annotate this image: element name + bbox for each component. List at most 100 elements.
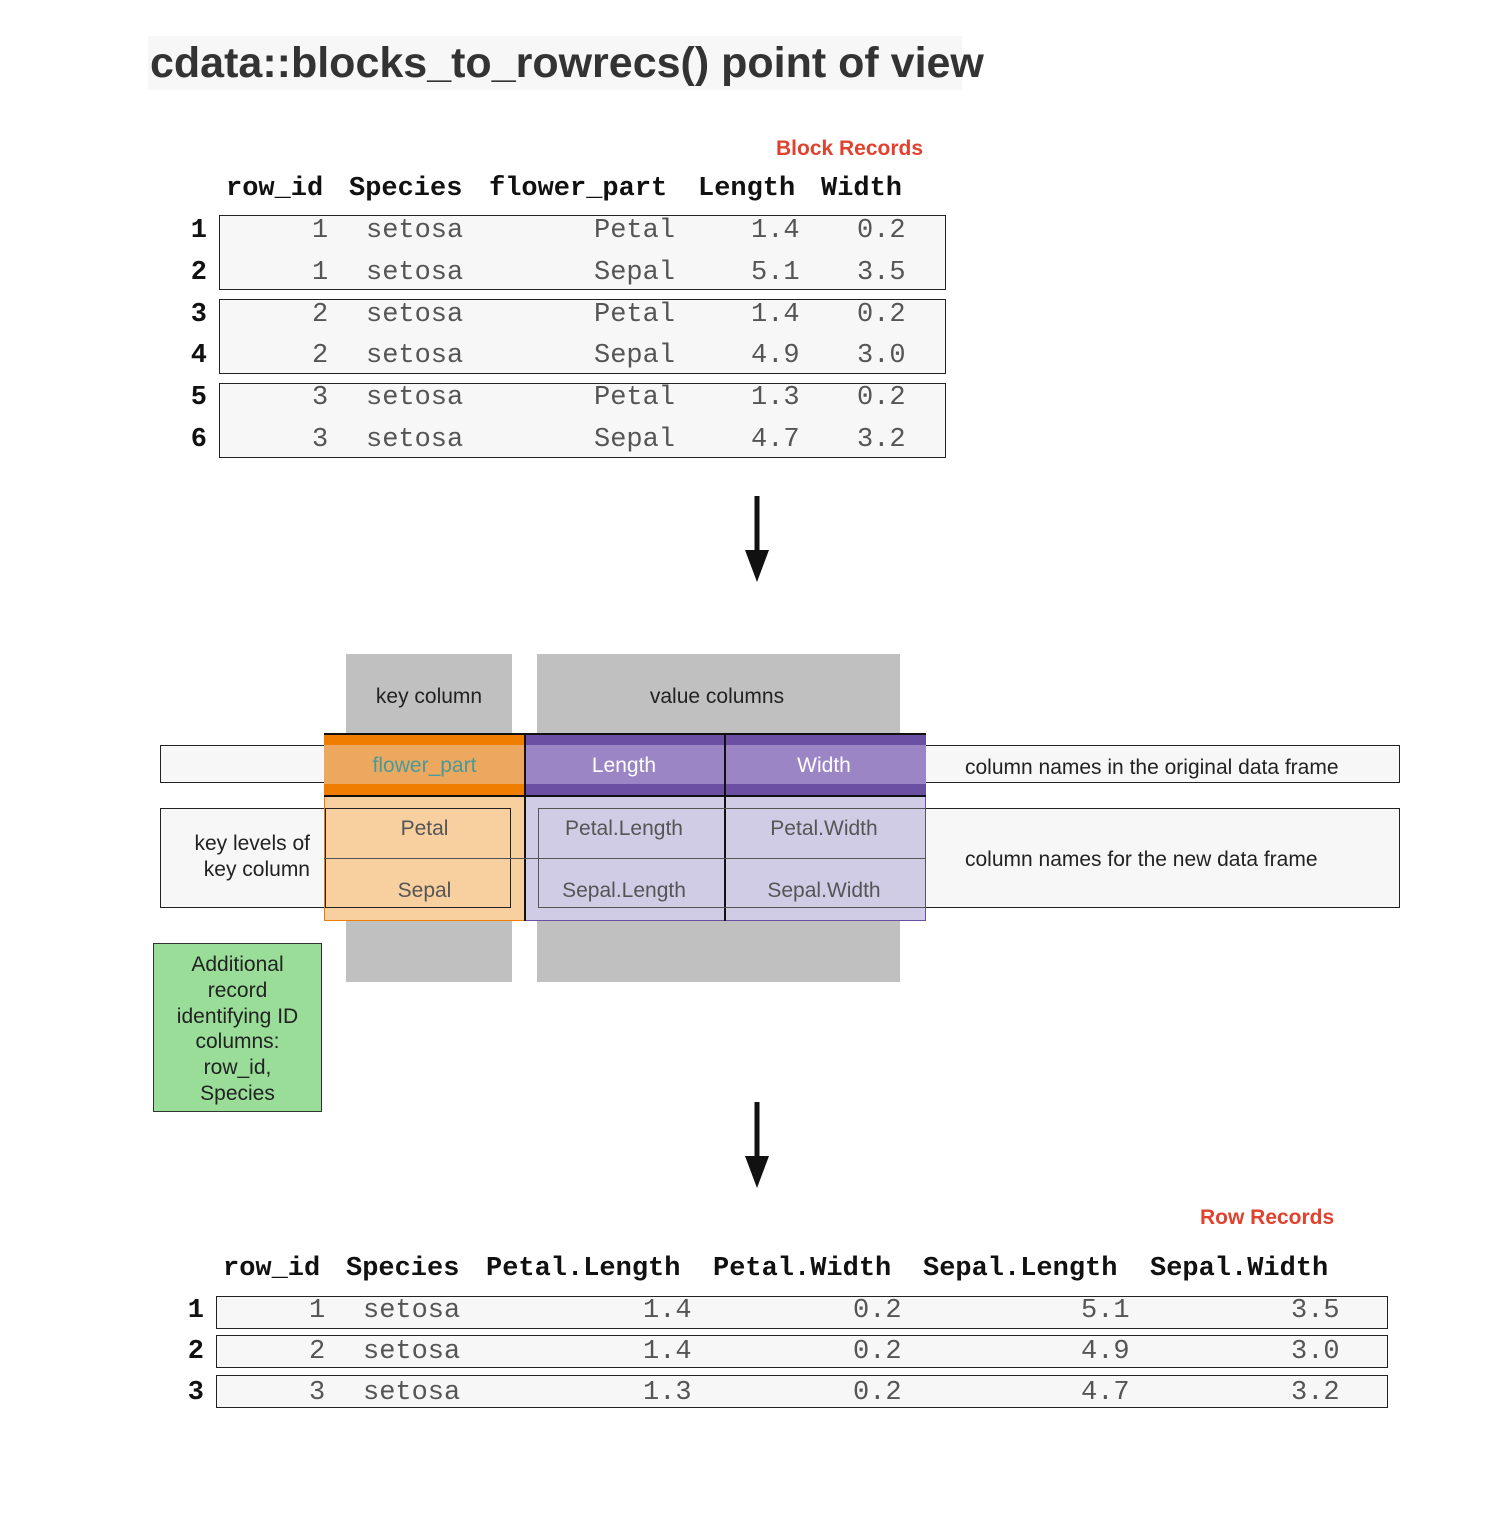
key-levels-caption-line: key levels of: [194, 832, 310, 855]
key-column-bottom-band: [324, 784, 525, 796]
block-header-row-id: row_id: [226, 174, 324, 204]
row-cell-sepal-width: 3.5: [1291, 1296, 1340, 1326]
id-note-line: columns:: [195, 1030, 280, 1054]
key-level-petal: Petal: [400, 817, 449, 840]
key-column-top-band: [324, 733, 525, 745]
block-record-box-3: [219, 383, 946, 458]
block-records-label: Block Records: [776, 137, 924, 160]
row-cell-row-id: 3: [309, 1378, 326, 1408]
orig-name-flower-part: flower_part: [372, 754, 477, 777]
divider: [324, 858, 926, 859]
down-arrow-icon: [745, 496, 769, 582]
row-record-box-2: [216, 1335, 1388, 1368]
block-record-box-1: [219, 215, 946, 290]
block-cell-length: 4.9: [751, 341, 800, 371]
block-cell-species: setosa: [366, 425, 464, 455]
block-cell-flower-part: Petal: [594, 300, 676, 330]
row-cell-species: setosa: [363, 1296, 461, 1326]
block-record-box-2: [219, 299, 946, 374]
new-name-sepal-width: Sepal.Width: [767, 879, 881, 902]
value-columns-header-panel: [537, 654, 900, 734]
row-cell-sepal-width: 3.0: [1291, 1337, 1340, 1367]
row-cell-petal-width: 0.2: [853, 1337, 902, 1367]
row-record-box-1: [216, 1296, 1388, 1329]
orig-names-caption: column names in the original data frame: [965, 756, 1339, 779]
block-cell-row-id: 2: [312, 341, 329, 371]
block-cell-width: 0.2: [857, 300, 906, 330]
row-cell-petal-length: 1.3: [643, 1378, 692, 1408]
divider: [324, 795, 926, 797]
value-columns-footer-panel: [537, 920, 900, 982]
row-header-petal-width: Petal.Width: [713, 1254, 892, 1284]
value-columns-label: value columns: [649, 685, 785, 708]
row-header-row-id: row_id: [223, 1254, 321, 1284]
row-header-sepal-width: Sepal.Width: [1150, 1254, 1329, 1284]
block-cell-row-id: 3: [312, 425, 329, 455]
block-row-number: 5: [190, 383, 207, 413]
block-cell-row-id: 1: [312, 216, 329, 246]
id-columns-note: Additional record identifying ID columns…: [153, 943, 322, 1112]
row-row-number: 1: [187, 1296, 204, 1326]
row-cell-sepal-length: 4.9: [1081, 1337, 1130, 1367]
block-cell-flower-part: Petal: [594, 216, 676, 246]
divider: [324, 733, 926, 735]
row-cell-petal-length: 1.4: [643, 1296, 692, 1326]
block-header-length: Length: [698, 174, 796, 204]
row-row-number: 2: [187, 1337, 204, 1367]
orig-name-length: Length: [591, 754, 657, 777]
key-column-header-panel: [346, 654, 512, 734]
block-header-flower-part: flower_part: [489, 174, 668, 204]
block-header-width: Width: [821, 174, 903, 204]
down-arrow-icon: [745, 1102, 769, 1188]
orig-name-width: Width: [797, 754, 851, 777]
block-header-species: Species: [349, 174, 463, 204]
row-record-box-3: [216, 1375, 1388, 1408]
block-row-number: 2: [190, 258, 207, 288]
key-column-footer-panel: [346, 920, 512, 982]
id-note-line: Additional: [191, 953, 284, 976]
id-note-line: identifying ID: [176, 1004, 299, 1028]
block-cell-species: setosa: [366, 258, 464, 288]
block-cell-length: 1.4: [751, 300, 800, 330]
row-cell-species: setosa: [363, 1378, 461, 1408]
row-cell-sepal-length: 4.7: [1081, 1378, 1130, 1408]
row-header-species: Species: [346, 1254, 460, 1284]
block-row-number: 6: [190, 425, 207, 455]
row-row-number: 3: [187, 1378, 204, 1408]
block-cell-length: 4.7: [751, 425, 800, 455]
block-cell-width: 0.2: [857, 216, 906, 246]
page-title: cdata::blocks_to_rowrecs() point of view: [148, 36, 984, 90]
id-note-line: record: [207, 978, 268, 1002]
block-cell-flower-part: Sepal: [594, 425, 676, 455]
row-cell-species: setosa: [363, 1337, 461, 1367]
row-cell-sepal-length: 5.1: [1081, 1296, 1130, 1326]
key-levels-caption: key levels of key column: [160, 831, 310, 883]
id-note-line: row_id,: [203, 1056, 272, 1080]
divider: [724, 733, 726, 921]
block-row-number: 3: [190, 300, 207, 330]
block-cell-species: setosa: [366, 216, 464, 246]
block-cell-flower-part: Sepal: [594, 258, 676, 288]
block-cell-flower-part: Petal: [594, 383, 676, 413]
block-cell-row-id: 2: [312, 300, 329, 330]
new-names-caption: column names for the new data frame: [965, 848, 1318, 871]
block-cell-length: 1.4: [751, 216, 800, 246]
row-header-petal-length: Petal.Length: [486, 1254, 681, 1284]
row-cell-sepal-width: 3.2: [1291, 1378, 1340, 1408]
block-cell-width: 3.2: [857, 425, 906, 455]
block-cell-width: 3.5: [857, 258, 906, 288]
block-cell-length: 1.3: [751, 383, 800, 413]
key-column-label: key column: [375, 685, 483, 708]
id-note-line: Species: [200, 1081, 275, 1105]
row-cell-petal-width: 0.2: [853, 1296, 902, 1326]
block-row-number: 4: [190, 341, 207, 371]
block-cell-row-id: 3: [312, 383, 329, 413]
block-cell-species: setosa: [366, 341, 464, 371]
row-records-label: Row Records: [1200, 1206, 1335, 1229]
row-header-sepal-length: Sepal.Length: [923, 1254, 1118, 1284]
block-cell-width: 3.0: [857, 341, 906, 371]
new-name-sepal-length: Sepal.Length: [562, 879, 686, 902]
new-name-petal-width: Petal.Width: [770, 817, 878, 840]
row-cell-petal-width: 0.2: [853, 1378, 902, 1408]
new-name-petal-length: Petal.Length: [565, 817, 683, 840]
